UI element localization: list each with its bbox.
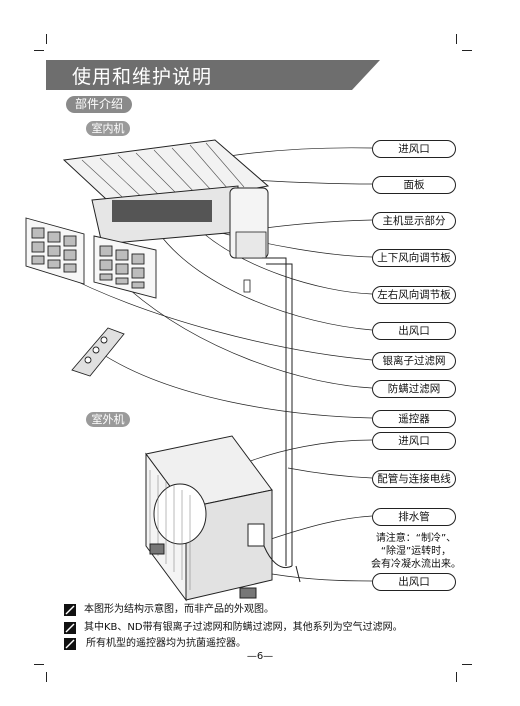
note-line-2: “除湿”运转时， xyxy=(380,546,452,557)
remote-control xyxy=(71,327,125,377)
crop-mark-bottom-right-h xyxy=(462,664,472,665)
crop-mark-bottom-left-v xyxy=(46,672,47,682)
footnote-2: 其中KB、ND带有银离子过滤网和防螨过滤网，其他系列为空气过滤网。 xyxy=(84,622,403,633)
page-number: —6— xyxy=(246,651,274,662)
callout-remote-control: 遥控器 xyxy=(372,410,456,428)
note-line-1: 请注意：“制冷”、 xyxy=(375,533,457,544)
crop-mark-top-right-v xyxy=(456,34,457,44)
callout-air-outlet-outdoor: 出风口 xyxy=(372,573,456,591)
crop-mark-bottom-left-h xyxy=(34,664,44,665)
crop-mark-top-left-v xyxy=(46,34,47,44)
drain-hose xyxy=(263,545,301,583)
indoor-unit-illustration xyxy=(62,139,270,293)
callout-anti-mite-filter: 防螨过滤网 xyxy=(372,380,456,398)
condensation-note: 请注意：“制冷”、 “除湿”运转时， 会有冷凝水流出来。 xyxy=(366,532,466,571)
note-line-3: 会有冷凝水流出来。 xyxy=(371,559,461,570)
outdoor-unit-illustration xyxy=(145,435,273,602)
crop-mark-top-left-h xyxy=(34,50,44,51)
callout-piping-and-wiring: 配管与连接电线 xyxy=(372,470,456,488)
callout-air-inlet-indoor: 进风口 xyxy=(372,140,456,158)
callout-horizontal-louver: 左右风向调节板 xyxy=(372,286,456,304)
callout-air-outlet-indoor: 出风口 xyxy=(372,322,456,340)
leader-lines xyxy=(57,147,373,582)
indoor-unit-heading: 室内机 xyxy=(86,121,130,136)
callout-panel: 面板 xyxy=(372,176,456,194)
crop-mark-bottom-right-v xyxy=(456,672,457,682)
callout-vertical-louver: 上下风向调节板 xyxy=(372,249,456,267)
title-banner xyxy=(46,60,380,90)
callout-air-inlet-outdoor: 进风口 xyxy=(372,432,456,450)
footnote-1: 本图形为结构示意图，而非产品的外观图。 xyxy=(84,604,274,615)
outdoor-unit-heading: 室外机 xyxy=(86,412,130,427)
callout-silver-ion-filter: 银离子过滤网 xyxy=(372,352,456,370)
callout-display: 主机显示部分 xyxy=(372,212,456,230)
callout-drain-hose: 排水管 xyxy=(372,508,456,526)
crop-mark-top-right-h xyxy=(462,50,472,51)
page-title: 使用和维护说明 xyxy=(72,66,213,88)
section-heading: 部件介绍 xyxy=(66,96,132,113)
filter-anti-mite xyxy=(93,235,157,299)
refrigerant-pipe xyxy=(262,257,293,566)
filter-silver-ion xyxy=(25,217,85,285)
footnote-3: 所有机型的遥控器均为抗菌遥控器。 xyxy=(86,638,246,649)
